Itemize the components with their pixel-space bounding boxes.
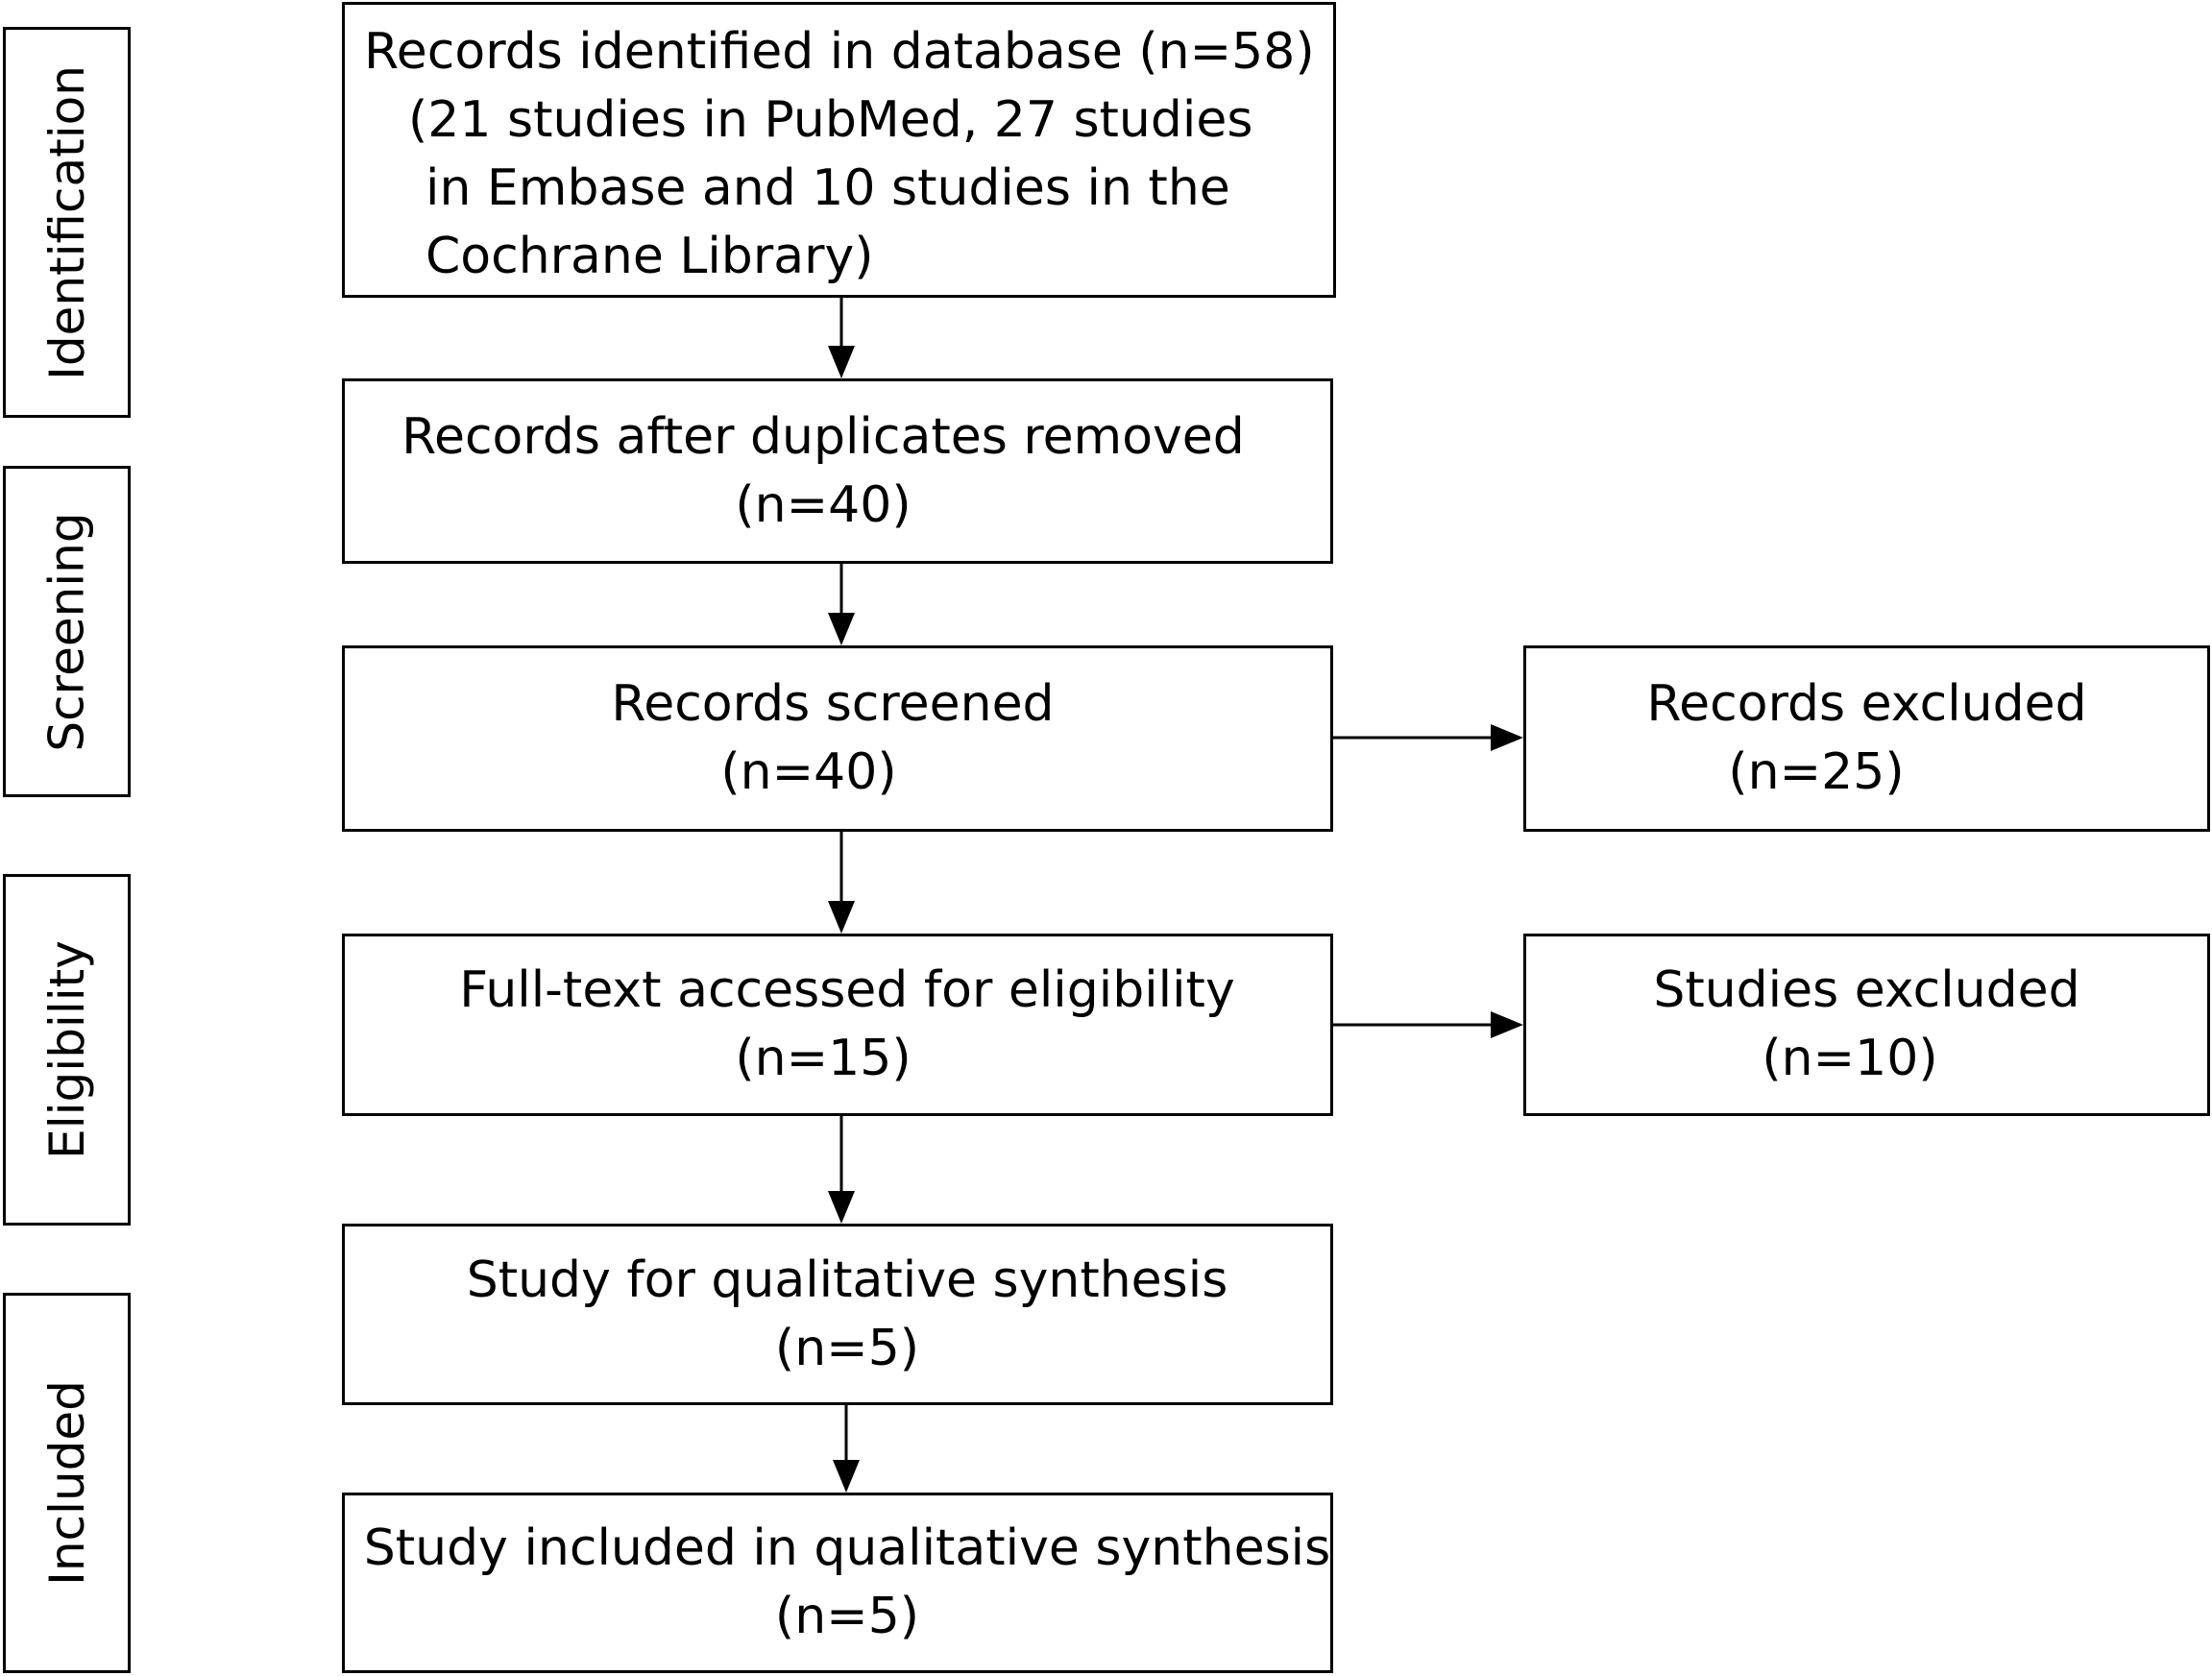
- box-duplicates-removed-line-2: (n=40): [735, 475, 912, 534]
- box-qualitative-synthesis-line-1: Study for qualitative synthesis: [466, 1251, 1228, 1309]
- arrowhead-screened-to-fulltext: [828, 901, 855, 934]
- box-full-text-line-2: (n=15): [735, 1030, 912, 1087]
- stage-included: Included: [3, 1293, 131, 1673]
- box-records-identified-line-2: (21 studies in PubMed, 27 studies: [408, 91, 1253, 149]
- box-records-excluded-line-1: Records excluded: [1646, 675, 2087, 733]
- box-records-screened-line-1: Records screened: [611, 675, 1055, 733]
- box-records-identified-line-3: in Embase and 10 studies in the: [425, 159, 1230, 217]
- box-qualitative-synthesis-line-2: (n=5): [774, 1319, 920, 1377]
- box-full-text: Full-text accessed for eligibility (n=15…: [342, 934, 1333, 1116]
- box-duplicates-removed-line-1: Records after duplicates removed: [401, 407, 1245, 466]
- box-records-screened-line-2: (n=40): [720, 743, 897, 801]
- arrowhead-screened-to-excluded: [1491, 724, 1523, 751]
- box-study-included-line-1: Study included in qualitative synthesis: [363, 1519, 1331, 1577]
- box-records-identified-line-4: Cochrane Library): [425, 228, 874, 285]
- stage-identification: Identification: [3, 27, 131, 418]
- box-records-identified: Records identified in database (n=58) (2…: [342, 2, 1336, 298]
- box-duplicates-removed: Records after duplicates removed (n=40): [342, 378, 1333, 564]
- arrowhead-duplicates-to-screened: [828, 613, 855, 645]
- box-full-text-line-1: Full-text accessed for eligibility: [459, 961, 1235, 1019]
- arrowhead-identified-to-duplicates: [828, 346, 855, 378]
- arrowhead-fulltext-to-qualitative: [828, 1191, 855, 1224]
- box-qualitative-synthesis: Study for qualitative synthesis (n=5): [342, 1224, 1333, 1405]
- box-records-excluded: Records excluded (n=25): [1523, 645, 2210, 832]
- box-studies-excluded: Studies excluded (n=10): [1523, 934, 2210, 1116]
- box-records-screened: Records screened (n=40): [342, 645, 1333, 832]
- box-records-identified-line-1: Records identified in database (n=58): [364, 23, 1315, 81]
- box-studies-excluded-line-2: (n=10): [1762, 1030, 1938, 1087]
- stage-eligibility: Eligibility: [3, 874, 131, 1226]
- box-study-included: Study included in qualitative synthesis …: [342, 1493, 1333, 1673]
- arrowhead-qualitative-to-included: [833, 1460, 860, 1493]
- box-study-included-line-2: (n=5): [774, 1588, 920, 1645]
- arrowhead-fulltext-to-studies-excluded: [1491, 1011, 1523, 1038]
- box-records-excluded-line-2: (n=25): [1728, 743, 1905, 801]
- box-studies-excluded-line-1: Studies excluded: [1653, 961, 2080, 1019]
- stage-screening: Screening: [3, 466, 131, 797]
